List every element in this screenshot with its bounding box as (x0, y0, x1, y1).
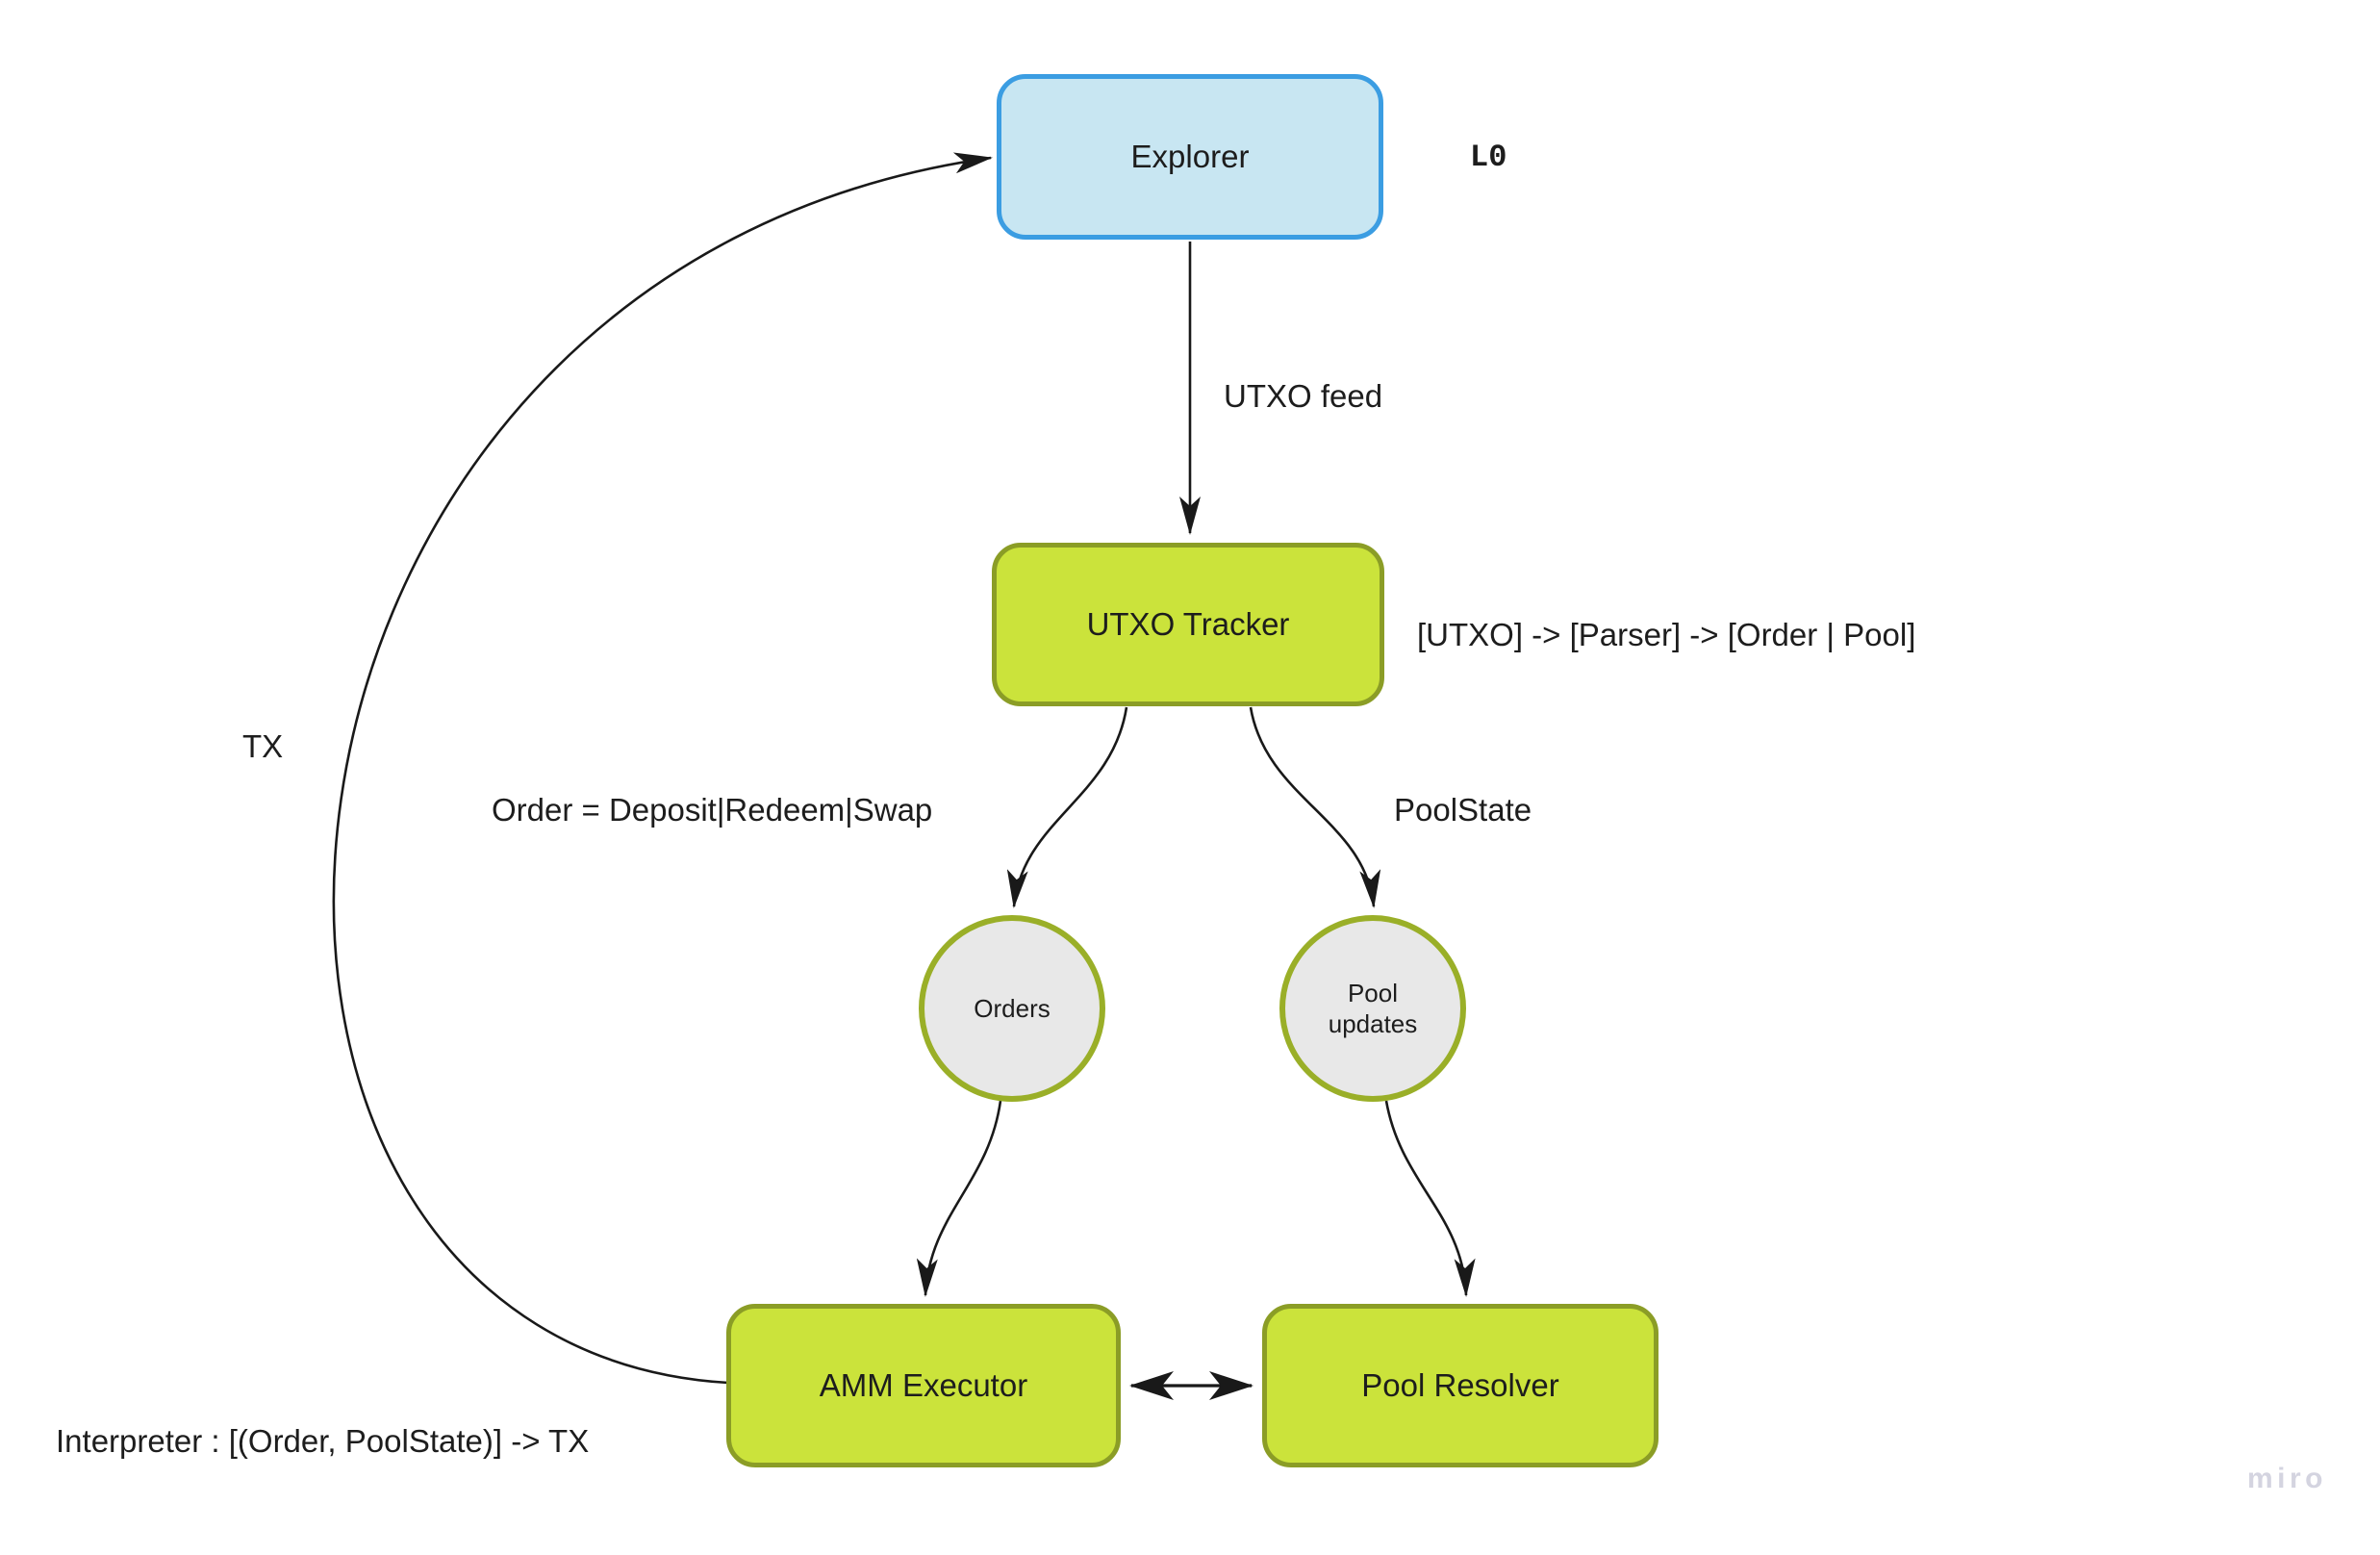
edge-amm-executor-to-explorer-tx[interactable] (332, 152, 993, 1385)
node-orders[interactable]: Orders (919, 915, 1105, 1102)
edge-orders-to-amm-executor[interactable] (916, 1100, 1002, 1297)
node-pool-resolver[interactable]: Pool Resolver (1262, 1304, 1658, 1467)
miro-watermark: miro (2247, 1463, 2328, 1494)
label-order-definition[interactable]: Order = Deposit|Redeem|Swap (492, 792, 933, 828)
edge-pool-updates-to-pool-resolver[interactable] (1384, 1100, 1476, 1297)
label-l0[interactable]: L0 (1470, 140, 1507, 175)
edge-utxo-tracker-to-orders[interactable] (1006, 706, 1128, 908)
node-pool-resolver-label: Pool Resolver (1361, 1367, 1559, 1404)
label-pool-state[interactable]: PoolState (1394, 792, 1532, 828)
node-explorer-label: Explorer (1130, 139, 1250, 175)
node-amm-executor[interactable]: AMM Executor (726, 1304, 1121, 1467)
node-utxo-tracker[interactable]: UTXO Tracker (992, 543, 1384, 706)
node-explorer[interactable]: Explorer (997, 74, 1383, 240)
node-pool-updates-label: Pool updates (1328, 978, 1418, 1039)
edge-utxo-tracker-to-pool-updates[interactable] (1249, 706, 1381, 908)
node-amm-executor-label: AMM Executor (819, 1367, 1028, 1404)
node-orders-label: Orders (974, 993, 1051, 1023)
label-utxo-feed[interactable]: UTXO feed (1224, 378, 1383, 414)
node-pool-updates[interactable]: Pool updates (1279, 915, 1466, 1102)
label-parser-pipeline[interactable]: [UTXO] -> [Parser] -> [Order | Pool] (1417, 617, 1916, 652)
node-utxo-tracker-label: UTXO Tracker (1086, 606, 1290, 643)
label-interpreter-signature[interactable]: Interpreter : [(Order, PoolState)] -> TX (56, 1423, 590, 1459)
label-tx[interactable]: TX (242, 728, 284, 764)
